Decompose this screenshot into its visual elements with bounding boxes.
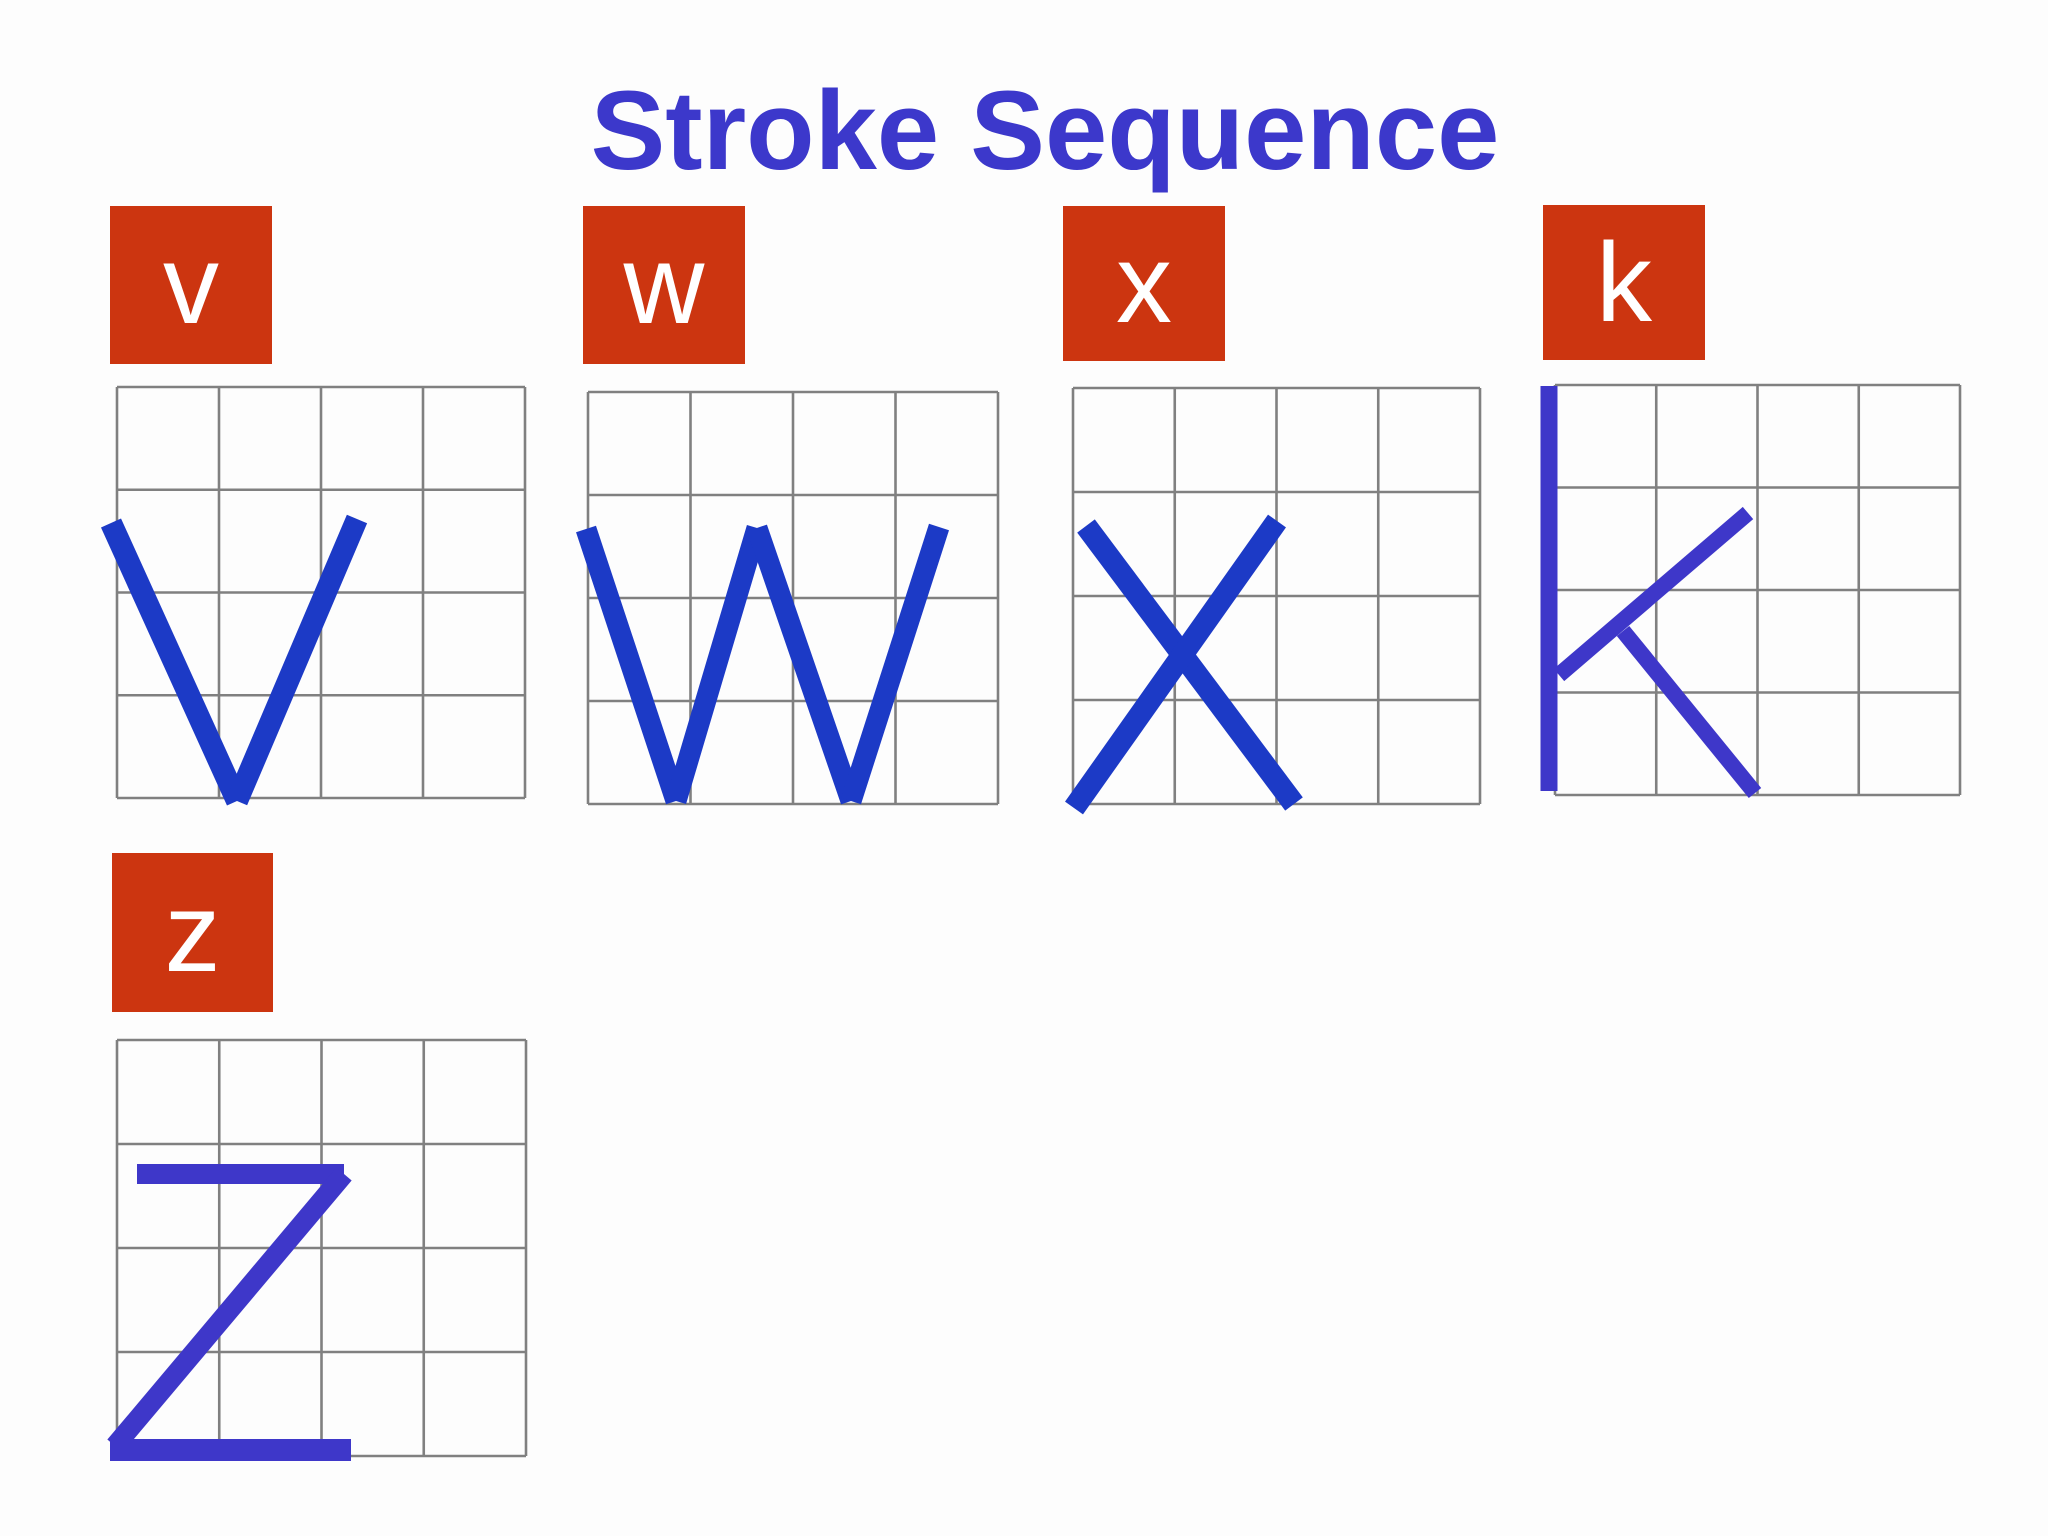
letter-label-box-z: z (112, 853, 273, 1012)
page-title: Stroke Sequence (590, 68, 1500, 193)
practice-grid-k (1553, 383, 1962, 797)
stroke-path-w (665, 525, 768, 804)
letter-label-box-k: k (1543, 205, 1705, 360)
stroke-path-k (1553, 506, 1754, 682)
letter-label: v (163, 222, 219, 347)
stroke-path-x (1077, 519, 1303, 811)
stroke-path-x (1065, 514, 1286, 815)
stroke-path-w (747, 524, 861, 805)
letter-label-box-w: w (583, 206, 745, 364)
stroke-path-w (841, 523, 949, 805)
letter-label: k (1596, 219, 1652, 345)
practice-grid-w (586, 390, 1000, 806)
letter-label: x (1116, 220, 1172, 346)
stroke-path-k (1616, 625, 1762, 799)
letter-label-box-v: v (110, 206, 272, 364)
letter-label-box-x: x (1063, 206, 1225, 361)
practice-grid-z (115, 1038, 528, 1458)
stroke-path-v (100, 518, 248, 806)
letter-label: w (623, 222, 705, 347)
stroke-path-z (107, 1167, 352, 1453)
stroke-path-w (576, 525, 686, 805)
letter-label: z (164, 869, 221, 995)
stroke-path-v (226, 514, 368, 806)
